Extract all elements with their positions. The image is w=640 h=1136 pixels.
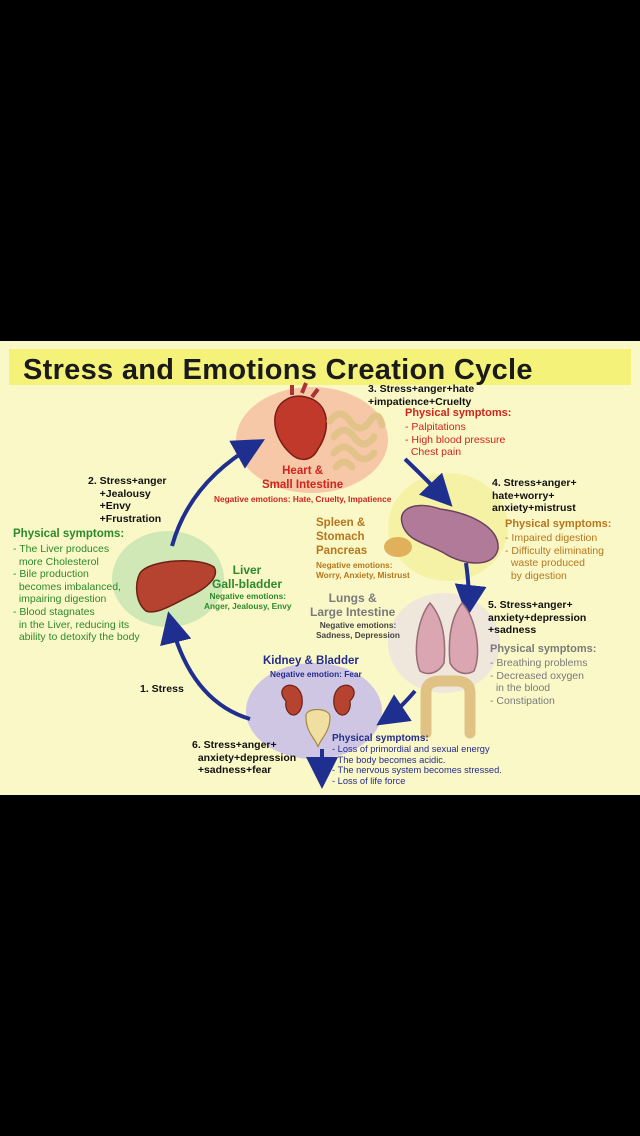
stage-2-label: 2. Stress+anger +Jealousy +Envy +Frustra…	[88, 475, 167, 525]
arrow-spleen-to-lungs	[454, 562, 487, 617]
kidney-symptoms-list: - Loss of primordial and sexual energy -…	[332, 744, 502, 787]
stage-4-label: 4. Stress+anger+ hate+worry+ anxiety+mis…	[492, 477, 577, 515]
lungs-icon	[415, 601, 479, 675]
spleen-symptoms-list: - Impaired digestion - Difficulty elimin…	[505, 532, 605, 582]
stage-6-label: 6. Stress+anger+ anxiety+depression +sad…	[192, 739, 297, 777]
liver-symptoms-heading: Physical symptoms:	[13, 528, 125, 540]
heart-emotions: Negative emotions: Hate, Cruelty, Impati…	[214, 494, 392, 504]
liver-symptoms-list: - The Liver produces more Cholesterol - …	[13, 543, 140, 644]
spleen-title: Spleen & Stomach Pancreas	[316, 517, 368, 557]
liver-title: Liver Gall-bladder	[212, 563, 283, 592]
intestine-icon	[326, 410, 386, 471]
arrow-heart-to-spleen	[403, 457, 453, 507]
stage-1-label: 1. Stress	[140, 683, 184, 695]
heart-symptoms-list: - Palpitations - High blood pressure Che…	[405, 421, 506, 459]
heart-symptoms-heading: Physical symptoms:	[405, 407, 512, 419]
lungs-emotions: Negative emotions: Sadness, Depression	[316, 620, 400, 640]
liver-emotions: Negative emotions: Anger, Jealousy, Envy	[204, 591, 292, 611]
lungs-title: Lungs & Large Intestine	[310, 591, 396, 620]
arrow-liver-to-heart	[170, 439, 265, 547]
stage-3-label: 3. Stress+anger+hate +impatience+Cruelty	[368, 383, 475, 408]
stomach-icon	[400, 504, 499, 564]
poster: Stress and Emotions Creation Cycle	[0, 341, 640, 795]
title-bar: Stress and Emotions Creation Cycle	[9, 349, 631, 386]
bladder-icon	[305, 708, 331, 748]
lungs-symptoms-heading: Physical symptoms:	[490, 643, 597, 655]
kidney-icon	[281, 684, 355, 716]
arrow-kidney-to-liver	[160, 611, 251, 721]
lungs-symptoms-list: - Breathing problems - Decreased oxygen …	[490, 657, 588, 707]
kidney-title: Kidney & Bladder	[263, 655, 359, 667]
arrow-lungs-to-kidney	[376, 689, 417, 726]
spleen-symptoms-heading: Physical symptoms:	[505, 518, 612, 530]
pancreas-icon	[384, 537, 412, 557]
cycle-diagram	[135, 382, 499, 789]
large-intestine-icon	[420, 675, 476, 739]
stage-5-label: 5. Stress+anger+ anxiety+depression +sad…	[488, 599, 587, 637]
spleen-emotions: Negative emotions: Worry, Anxiety, Mistr…	[316, 560, 410, 580]
heart-title: Heart & Small Intestine	[262, 465, 344, 491]
liver-icon	[135, 560, 217, 613]
poster-title: Stress and Emotions Creation Cycle	[23, 354, 533, 386]
heart-icon	[274, 382, 328, 461]
kidney-symptoms-heading: Physical symptoms:	[332, 733, 429, 744]
cycle-arrows	[160, 439, 487, 789]
kidney-emotions: Negative emotion: Fear	[270, 669, 362, 679]
